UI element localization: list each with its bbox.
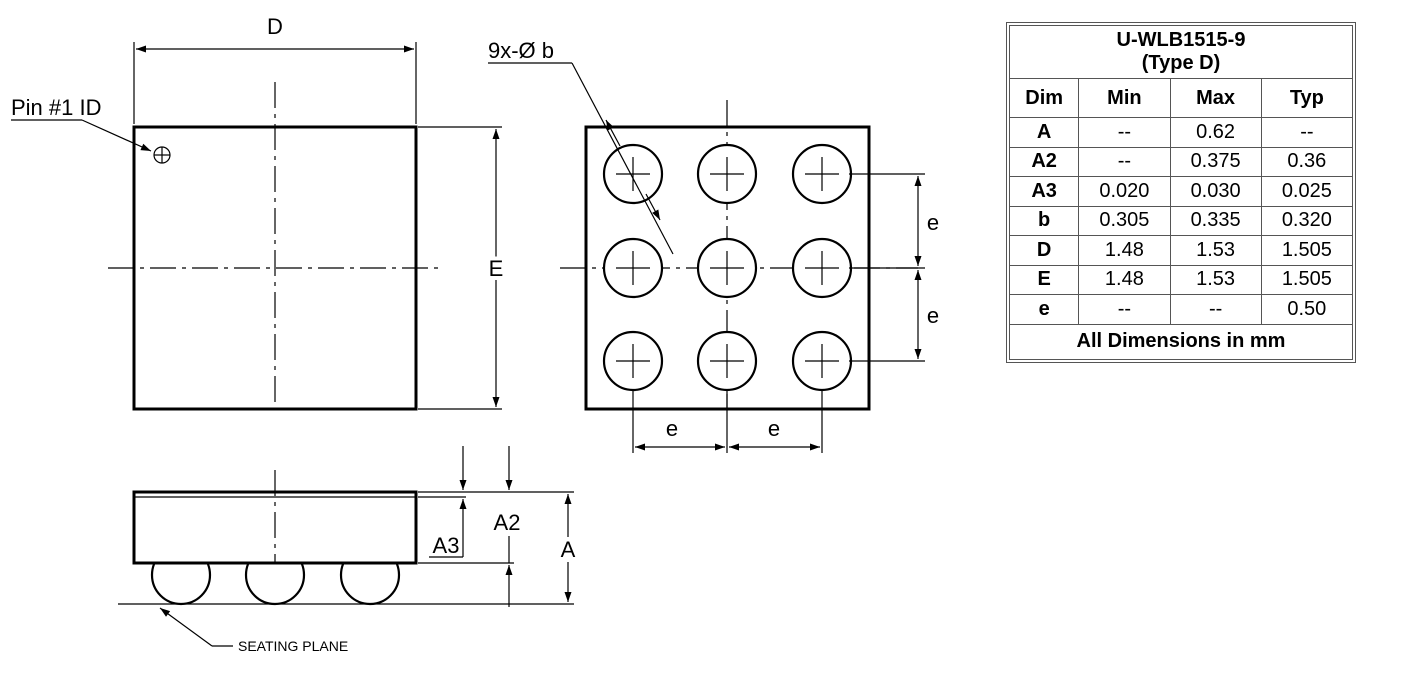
dimension-value-cell: 0.320 bbox=[1260, 205, 1354, 236]
dimension-value-cell: 0.375 bbox=[1169, 146, 1262, 177]
ball-diameter-arrow-top bbox=[605, 119, 621, 147]
dimension-name-cell: e bbox=[1008, 294, 1080, 325]
solder-ball bbox=[602, 237, 664, 299]
ball-diameter-leader bbox=[571, 62, 674, 255]
solder-ball bbox=[696, 237, 758, 299]
ball-diameter-label: 9x-Ø b bbox=[488, 38, 554, 63]
table-row: e----0.50 bbox=[1008, 294, 1354, 325]
solder-ball bbox=[602, 143, 664, 205]
d-label: D bbox=[267, 14, 283, 39]
pitch-label-h2: e bbox=[768, 416, 780, 441]
pitch-label-h1: e bbox=[666, 416, 678, 441]
top-view: D Pin #1 ID E bbox=[11, 14, 507, 411]
dimension-value-cell: 1.505 bbox=[1260, 235, 1354, 266]
dimension-value-cell: 1.53 bbox=[1169, 235, 1262, 266]
package-type: (Type D) bbox=[1141, 52, 1221, 74]
pitch-label-v2: e bbox=[927, 303, 939, 328]
dimension-value-cell: 0.62 bbox=[1169, 117, 1262, 148]
dimension-value-cell: -- bbox=[1260, 117, 1354, 148]
dimension-name-cell: A2 bbox=[1008, 146, 1080, 177]
pin1-id-label: Pin #1 ID bbox=[11, 95, 102, 120]
pin1-leader bbox=[81, 119, 152, 152]
dimension-name-cell: D bbox=[1008, 235, 1080, 266]
solder-ball bbox=[696, 143, 758, 205]
table-header-cell: Typ bbox=[1260, 78, 1354, 118]
table-header-cell: Min bbox=[1078, 78, 1171, 118]
seating-plane-leader bbox=[159, 607, 213, 647]
dimension-value-cell: 0.025 bbox=[1260, 176, 1354, 207]
a2-label: A2 bbox=[494, 510, 521, 535]
dimension-name-cell: A bbox=[1008, 117, 1080, 148]
seating-plane-label: SEATING PLANE bbox=[238, 638, 348, 654]
bottom-view: 9x-Ø b e e e e bbox=[488, 38, 939, 453]
dimension-value-cell: 1.48 bbox=[1078, 235, 1171, 266]
table-title: U-WLB1515-9 (Type D) bbox=[1009, 25, 1353, 79]
table-header-cell: Max bbox=[1169, 78, 1262, 118]
dimension-name-cell: E bbox=[1008, 264, 1080, 295]
dimension-value-cell: -- bbox=[1078, 146, 1171, 177]
pitch-label-v1: e bbox=[927, 210, 939, 235]
dimension-value-cell: 1.48 bbox=[1078, 264, 1171, 295]
solder-ball-array bbox=[602, 143, 853, 392]
dimension-value-cell: 0.50 bbox=[1260, 294, 1354, 325]
package-name: U-WLB1515-9 bbox=[1116, 29, 1246, 51]
solder-ball bbox=[602, 330, 664, 392]
solder-ball bbox=[696, 330, 758, 392]
dimension-value-cell: 0.305 bbox=[1078, 205, 1171, 236]
side-view: A3 A2 A SEATING PLANE bbox=[118, 446, 576, 654]
dimension-value-cell: -- bbox=[1078, 117, 1171, 148]
table-header-cell: Dim bbox=[1008, 78, 1080, 118]
e-label: E bbox=[489, 256, 504, 281]
dimension-value-cell: 0.36 bbox=[1260, 146, 1354, 177]
dimension-value-cell: -- bbox=[1169, 294, 1262, 325]
table-row: A--0.62-- bbox=[1008, 117, 1354, 148]
dimension-name-cell: A3 bbox=[1008, 176, 1080, 207]
dimension-value-cell: 1.505 bbox=[1260, 264, 1354, 295]
table-footer: All Dimensions in mm bbox=[1009, 323, 1353, 360]
dimension-value-cell: -- bbox=[1078, 294, 1171, 325]
ball-diameter-arrow-bottom bbox=[645, 193, 661, 221]
dimension-value-cell: 0.020 bbox=[1078, 176, 1171, 207]
dimension-value-cell: 0.030 bbox=[1169, 176, 1262, 207]
dimension-value-cell: 1.53 bbox=[1169, 264, 1262, 295]
dimension-name-cell: b bbox=[1008, 205, 1080, 236]
a-label: A bbox=[561, 537, 576, 562]
pin1-marker-icon bbox=[153, 146, 171, 164]
a3-label: A3 bbox=[433, 533, 460, 558]
solder-ball bbox=[791, 330, 853, 392]
solder-ball bbox=[791, 237, 853, 299]
solder-ball bbox=[791, 143, 853, 205]
dimension-value-cell: 0.335 bbox=[1169, 205, 1262, 236]
